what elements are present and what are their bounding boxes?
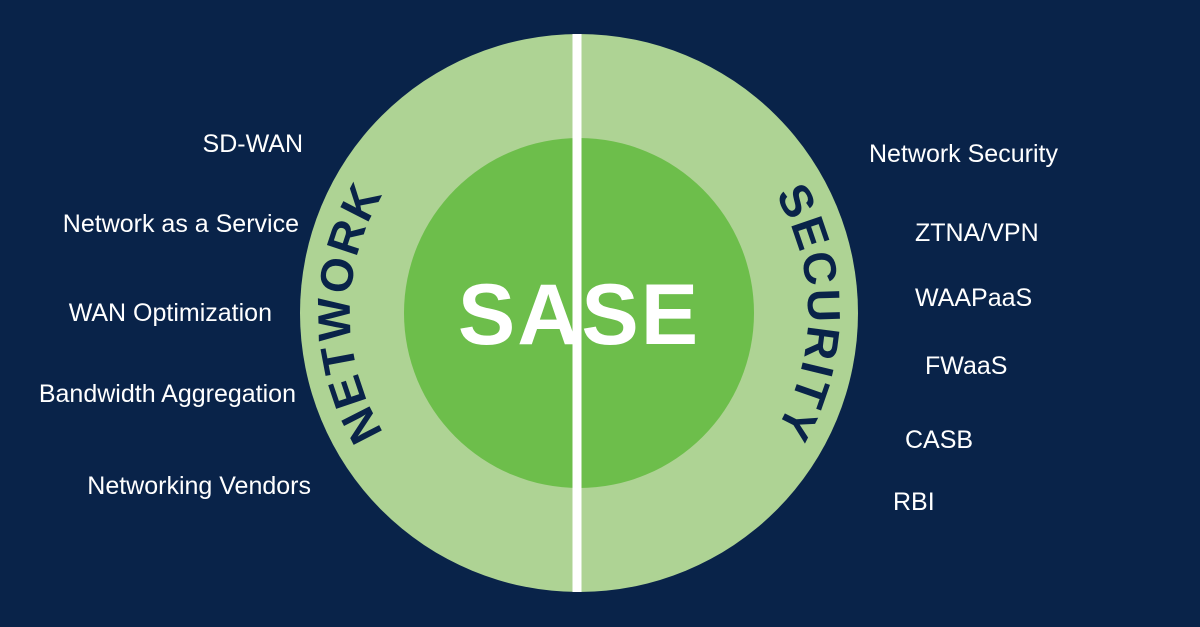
security-item-casb: CASB bbox=[905, 426, 973, 454]
core-label-sase: SASE bbox=[458, 267, 700, 363]
security-item-waapaas: WAAPaaS bbox=[915, 284, 1032, 312]
network-item-bandwidth-aggregation: Bandwidth Aggregation bbox=[39, 380, 296, 408]
security-item-ztna-vpn: ZTNA/VPN bbox=[915, 219, 1039, 247]
network-item-networking-vendors: Networking Vendors bbox=[87, 472, 311, 500]
network-item-sd-wan: SD-WAN bbox=[203, 130, 303, 158]
security-item-network-security: Network Security bbox=[869, 140, 1058, 168]
security-item-rbi: RBI bbox=[893, 488, 935, 516]
network-item-wan-optimization: WAN Optimization bbox=[69, 299, 272, 327]
security-item-fwaas: FWaaS bbox=[925, 352, 1007, 380]
vertical-divider bbox=[572, 34, 582, 592]
network-item-network-as-a-service: Network as a Service bbox=[63, 210, 299, 238]
